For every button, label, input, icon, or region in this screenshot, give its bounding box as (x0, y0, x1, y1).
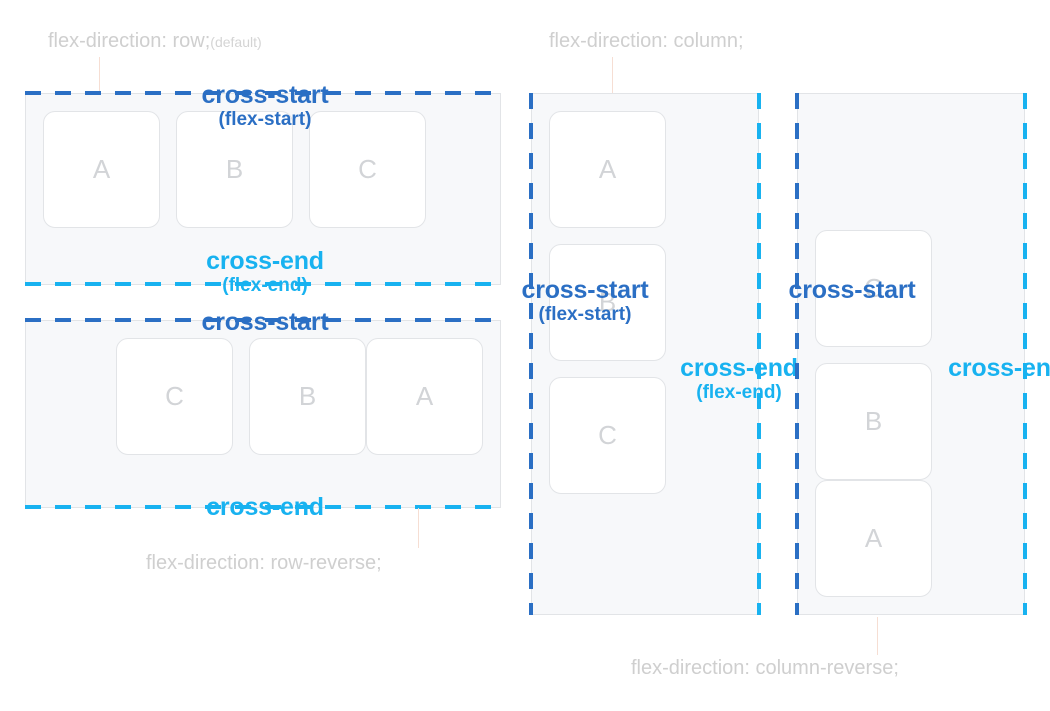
caption-row-reverse: flex-direction: row-reverse; (146, 551, 382, 575)
cross-start-label-main: cross-start (788, 276, 916, 304)
cross-end-label-column: cross-end (flex-end) (664, 355, 814, 404)
flex-container-row-reverse: A B C (25, 320, 501, 508)
caption-row: flex-direction: row;(default) (48, 29, 262, 54)
caption-column-reverse: flex-direction: column-reverse; (631, 656, 899, 680)
caption-column-reverse-text: flex-direction: column-reverse; (631, 657, 899, 679)
flex-item: C (549, 377, 666, 494)
cross-start-label-sub: (flex-start) (218, 109, 312, 130)
caption-column: flex-direction: column; (549, 29, 744, 53)
leader-line-column (612, 57, 613, 95)
flex-item: B (176, 111, 293, 228)
cross-end-label-main: cross-end (680, 354, 798, 382)
cross-start-label-sub: (flex-start) (538, 304, 632, 325)
cross-start-label-column-reverse: cross-start (772, 277, 932, 304)
cross-end-label-main: cross-end (206, 493, 324, 521)
leader-line-row-reverse (418, 508, 419, 548)
cross-start-label-main: cross-start (201, 81, 329, 109)
flex-item: A (366, 338, 483, 455)
cross-end-label-main: cross-end (206, 247, 324, 275)
flex-item: A (549, 111, 666, 228)
caption-row-suffix: (default) (210, 34, 262, 50)
flex-item: B (815, 363, 932, 480)
cross-end-label-main: cross-end (948, 354, 1050, 382)
cross-start-label-main: cross-start (201, 308, 329, 336)
cross-start-label-main: cross-start (521, 276, 649, 304)
leader-line-row (99, 57, 100, 95)
flex-container-column-reverse: A B C (797, 93, 1025, 615)
cross-end-label-column-reverse: cross-end (932, 355, 1050, 382)
cross-end-label-row-reverse: cross-end (143, 494, 387, 521)
cross-start-label-row: cross-start (flex-start) (143, 82, 387, 131)
caption-row-reverse-text: flex-direction: row-reverse; (146, 552, 382, 574)
flex-item: A (815, 480, 932, 597)
leader-line-column-reverse (877, 617, 878, 655)
flex-item: C (309, 111, 426, 228)
flex-item: C (815, 230, 932, 347)
flex-item: B (549, 244, 666, 361)
cross-start-label-row-reverse: cross-start (143, 309, 387, 336)
flex-item: C (116, 338, 233, 455)
cross-start-label-column: cross-start (flex-start) (505, 277, 665, 326)
cross-end-label-row: cross-end (flex-end) (143, 248, 387, 297)
cross-end-label-sub: (flex-end) (222, 275, 308, 296)
flex-item: B (249, 338, 366, 455)
cross-end-label-sub: (flex-end) (696, 382, 782, 403)
caption-column-text: flex-direction: column; (549, 30, 744, 52)
caption-row-text: flex-direction: row; (48, 30, 211, 52)
flex-container-column: A B C (531, 93, 759, 615)
flex-item: A (43, 111, 160, 228)
flex-container-row: A B C (25, 93, 501, 285)
